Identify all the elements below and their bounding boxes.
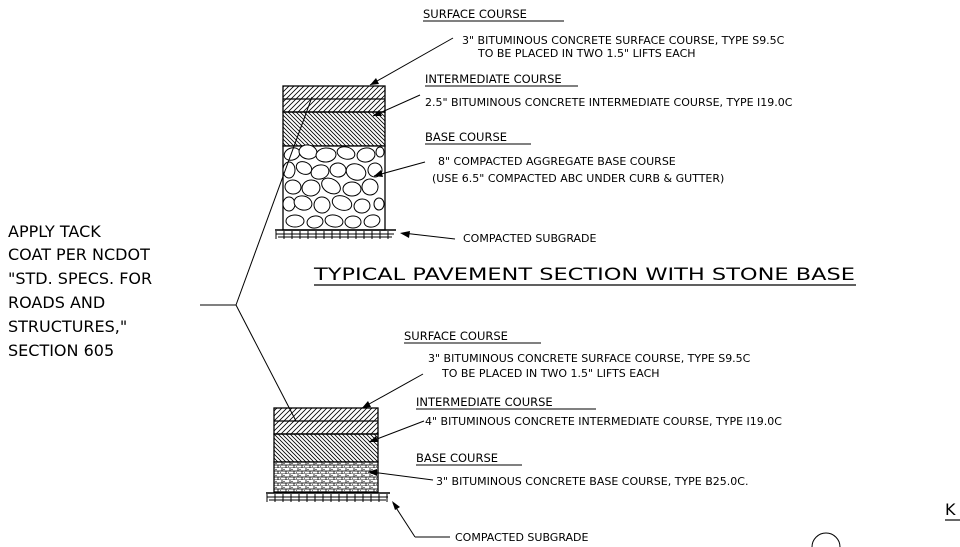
aggregate-stone (285, 214, 305, 228)
aggregate-stone (356, 147, 376, 163)
svg-text:TO BE PLACED IN TWO 1.5" LIFTS: TO BE PLACED IN TWO 1.5" LIFTS EACH (477, 47, 696, 60)
section-2-intermediate-heading: INTERMEDIATE COURSE (416, 395, 553, 409)
section-2-base-leader (370, 471, 434, 481)
section-2-surface-heading: SURFACE COURSE (404, 329, 508, 343)
aggregate-stone (336, 146, 356, 160)
bottom-circle-fragment (811, 532, 841, 547)
svg-text:TYPICAL PAVEMENT SECTION WITH: TYPICAL PAVEMENT SECTION WITH STONE BASE (313, 265, 855, 284)
aggregate-stone (361, 178, 379, 196)
section-1-base-callout: BASE COURSE 8" COMPACTED AGGREGATE BASE … (373, 130, 724, 185)
section-1-intermediate-callout: INTERMEDIATE COURSE 2.5" BITUMINOUS CONC… (372, 72, 793, 117)
aggregate-stone (293, 195, 313, 211)
aggregate-stone (310, 164, 330, 180)
section-1-base-leader (373, 161, 426, 177)
section-2-cross-section (266, 407, 390, 502)
tack-coat-leader-lower (235, 304, 297, 422)
section-2-subgrade-callout: COMPACTED SUBGRADE (392, 501, 589, 544)
aggregate-stone (301, 179, 321, 197)
aggregate-stone (313, 196, 331, 214)
aggregate-stone (315, 147, 337, 163)
svg-text:4" BITUMINOUS CONCRETE INTERME: 4" BITUMINOUS CONCRETE INTERMEDIATE COUR… (425, 415, 782, 428)
aggregate-stone (344, 215, 362, 229)
svg-text:ROADS AND: ROADS AND (8, 293, 105, 312)
section-1-aggregate-base-layer (282, 144, 386, 231)
svg-text:TO BE PLACED IN TWO 1.5" LIFTS: TO BE PLACED IN TWO 1.5" LIFTS EACH (441, 367, 660, 380)
section-2-surface-callout: SURFACE COURSE 3" BITUMINOUS CONCRETE SU… (361, 329, 751, 409)
aggregate-stone (321, 177, 341, 195)
aggregate-stone (345, 163, 367, 181)
svg-text:COMPACTED SUBGRADE: COMPACTED SUBGRADE (455, 531, 589, 544)
svg-text:COAT PER NCDOT: COAT PER NCDOT (8, 245, 150, 264)
section-2-intermediate-leader (368, 420, 425, 443)
right-edge-label-fragment: K (945, 500, 956, 519)
section-1-subgrade (275, 229, 396, 239)
section-1-surface-leader (369, 37, 454, 86)
svg-text:APPLY TACK: APPLY TACK (8, 222, 101, 241)
aggregate-stone (306, 215, 324, 229)
aggregate-stone (363, 214, 381, 228)
section-2-intermediate-layer (273, 433, 379, 463)
svg-text:3" BITUMINOUS CONCRETE BASE CO: 3" BITUMINOUS CONCRETE BASE COURSE, TYPE… (436, 475, 748, 488)
aggregate-stone (375, 146, 385, 158)
aggregate-stone (353, 198, 371, 214)
aggregate-stone (342, 181, 362, 197)
svg-text:3" BITUMINOUS CONCRETE SURFACE: 3" BITUMINOUS CONCRETE SURFACE COURSE, T… (462, 34, 785, 47)
section-1-cross-section (275, 85, 396, 239)
aggregate-stone (282, 161, 296, 179)
section-1-title: TYPICAL PAVEMENT SECTION WITH STONE BASE (313, 265, 856, 286)
section-1-surface-heading: SURFACE COURSE (423, 7, 527, 21)
svg-text:8" COMPACTED AGGREGATE BASE CO: 8" COMPACTED AGGREGATE BASE COURSE (438, 155, 676, 168)
section-2-subgrade (266, 492, 390, 502)
section-1-subgrade-callout: COMPACTED SUBGRADE (400, 231, 597, 245)
section-2-base-heading: BASE COURSE (416, 451, 498, 465)
svg-text:(USE 6.5" COMPACTED ABC UNDER: (USE 6.5" COMPACTED ABC UNDER CURB & GUT… (432, 172, 724, 185)
svg-text:"STD. SPECS. FOR: "STD. SPECS. FOR (8, 269, 152, 288)
tack-coat-leader-upper (235, 96, 313, 306)
aggregate-stone (284, 179, 302, 195)
section-1-surface-callout: SURFACE COURSE 3" BITUMINOUS CONCRETE SU… (369, 7, 785, 86)
svg-text:2.5" BITUMINOUS CONCRETE INTER: 2.5" BITUMINOUS CONCRETE INTERMEDIATE CO… (425, 96, 793, 109)
section-1-base-heading: BASE COURSE (425, 130, 507, 144)
svg-text:COMPACTED SUBGRADE: COMPACTED SUBGRADE (463, 232, 597, 245)
section-2-intermediate-callout: INTERMEDIATE COURSE 4" BITUMINOUS CONCRE… (368, 395, 782, 443)
svg-text:STRUCTURES,": STRUCTURES," (8, 317, 127, 336)
svg-text:3" BITUMINOUS CONCRETE SURFACE: 3" BITUMINOUS CONCRETE SURFACE COURSE, T… (428, 352, 751, 365)
aggregate-stone (373, 197, 385, 211)
section-1-intermediate-leader (372, 94, 421, 117)
section-1-intermediate-layer (282, 111, 386, 147)
aggregate-stone (324, 214, 344, 228)
section-2-base-layer (273, 461, 379, 493)
aggregate-stone (282, 196, 296, 212)
section-1-subgrade-leader (402, 232, 456, 240)
aggregate-stone (331, 195, 353, 211)
tack-coat-note: APPLY TACK COAT PER NCDOT "STD. SPECS. F… (8, 96, 313, 422)
section-1-intermediate-heading: INTERMEDIATE COURSE (425, 72, 562, 86)
section-2-base-callout: BASE COURSE 3" BITUMINOUS CONCRETE BASE … (368, 451, 748, 488)
section-2-surface-leader (361, 373, 424, 409)
svg-text:SECTION 605: SECTION 605 (8, 341, 114, 360)
